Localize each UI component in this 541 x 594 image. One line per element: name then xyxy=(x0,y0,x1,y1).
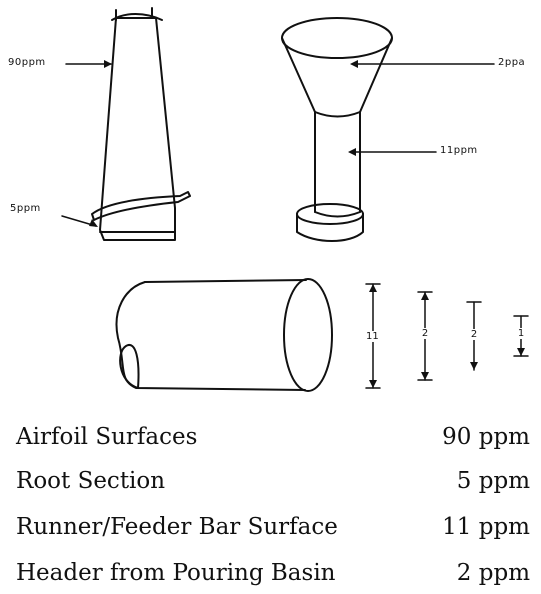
legend-value: 11 ppm xyxy=(442,514,530,540)
legend-value: 5 ppm xyxy=(456,468,530,494)
cylinder-end-cap xyxy=(283,278,333,392)
legend-row-header: Header from Pouring Basin 2 ppm xyxy=(16,556,530,590)
legend-value: 2 ppm xyxy=(456,560,530,586)
runner-bar-bottom xyxy=(314,211,361,218)
header-arrowhead xyxy=(350,60,358,68)
cylinder-top-edge xyxy=(144,279,307,283)
airfoil-ppm-label: 90ppm xyxy=(8,57,46,68)
runner-ppm-label: 11ppm xyxy=(440,145,478,156)
legend-value: 90 ppm xyxy=(442,424,530,450)
dim-marker-2 xyxy=(417,291,433,381)
root-arrowhead xyxy=(89,219,98,227)
dimension-label-3: 2 xyxy=(468,329,480,340)
dimension-markers xyxy=(365,283,529,389)
root-ppm-label: 5ppm xyxy=(10,203,41,214)
header-funnel-rim xyxy=(281,17,393,59)
runner-bar-top xyxy=(314,111,361,118)
dimension-label-2: 2 xyxy=(419,328,431,339)
header-funnel-body xyxy=(281,37,393,113)
runner-arrowhead xyxy=(348,148,356,156)
runner-bar xyxy=(314,111,361,213)
header-runner xyxy=(281,17,495,242)
legend-label: Header from Pouring Basin xyxy=(16,560,336,586)
legend-row-runner: Runner/Feeder Bar Surface 11 ppm xyxy=(16,510,530,544)
legend-row-airfoil: Airfoil Surfaces 90 ppm xyxy=(16,420,530,454)
airfoil-root-platform xyxy=(91,191,191,221)
airfoil-arrowhead xyxy=(104,60,112,68)
legend-label: Airfoil Surfaces xyxy=(16,424,198,450)
legend-row-root: Root Section 5 ppm xyxy=(16,464,530,498)
airfoil-blade xyxy=(61,7,191,241)
header-ppm-label: 2ppa xyxy=(498,57,526,68)
airfoil-blade-outline xyxy=(99,17,176,241)
dimension-label-1: 11 xyxy=(366,331,379,342)
cylinder-break-edge xyxy=(119,343,140,389)
airfoil-blade-tip xyxy=(111,7,163,21)
dimension-label-4: 1 xyxy=(515,328,527,339)
legend-label: Root Section xyxy=(16,468,166,494)
legend-label: Runner/Feeder Bar Surface xyxy=(16,514,338,540)
cylinder-body xyxy=(115,281,306,391)
cylinder-section xyxy=(115,278,333,392)
runner-base-side xyxy=(296,213,364,242)
